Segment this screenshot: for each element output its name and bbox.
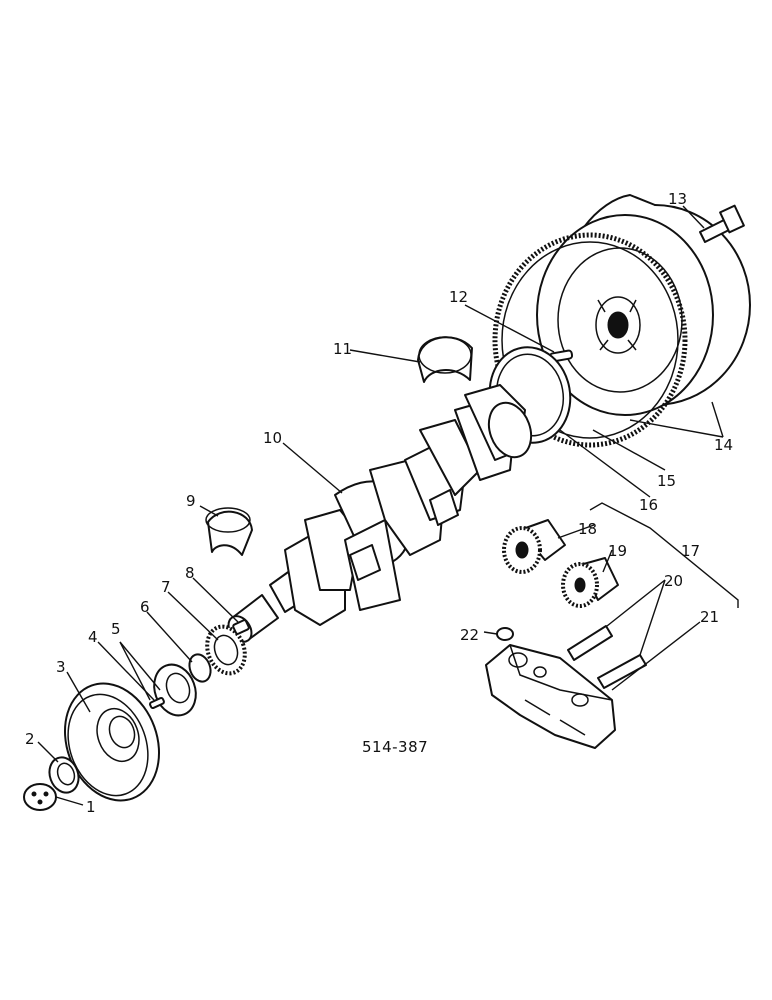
callout-4: 4	[88, 628, 98, 646]
bearing-shell-lower	[205, 507, 253, 556]
pulley-retainer	[23, 783, 57, 811]
callout-20: 20	[664, 572, 683, 590]
crankshaft-pulley	[63, 682, 161, 802]
callout-12: 12	[449, 288, 468, 306]
pulley-key	[149, 696, 165, 710]
callout-2: 2	[25, 730, 35, 748]
woodruff-key	[232, 619, 250, 635]
o-ring	[496, 627, 514, 641]
oil-pump-body	[485, 644, 616, 749]
oil-pump-gear-drive	[502, 519, 566, 574]
callout-10: 10	[263, 429, 282, 447]
figure-reference-code: 514-387	[362, 738, 428, 756]
callout-11: 11	[333, 340, 352, 358]
callout-labels: 1 2 3 4 5 6 7 8 9 10 11 12 13 14 15 16 1…	[25, 190, 733, 816]
callout-21: 21	[700, 608, 719, 626]
callout-17: 17	[681, 542, 700, 560]
ring-gear	[492, 232, 688, 448]
callout-16: 16	[639, 496, 658, 514]
callout-5: 5	[111, 620, 121, 638]
callout-19: 19	[608, 542, 627, 560]
callout-9: 9	[186, 492, 196, 510]
callout-13: 13	[668, 190, 687, 208]
callout-3: 3	[56, 658, 66, 676]
callout-18: 18	[578, 520, 597, 538]
bearing-shell-upper	[417, 336, 473, 383]
callout-7: 7	[161, 578, 171, 596]
oil-pump-dowel-pins	[567, 625, 647, 689]
leader-lines	[37, 205, 739, 806]
crankshaft	[227, 384, 533, 643]
flywheel-bolt	[699, 204, 745, 243]
callout-14: 14	[714, 436, 733, 454]
callout-6: 6	[140, 598, 150, 616]
pulley-washer	[48, 756, 80, 794]
callout-8: 8	[185, 564, 195, 582]
spacer-ring	[188, 653, 212, 683]
callout-15: 15	[657, 472, 676, 490]
flywheel	[536, 194, 751, 416]
oil-pump-gear-driven	[561, 557, 619, 608]
callout-22: 22	[460, 626, 479, 644]
callout-1: 1	[86, 798, 96, 816]
